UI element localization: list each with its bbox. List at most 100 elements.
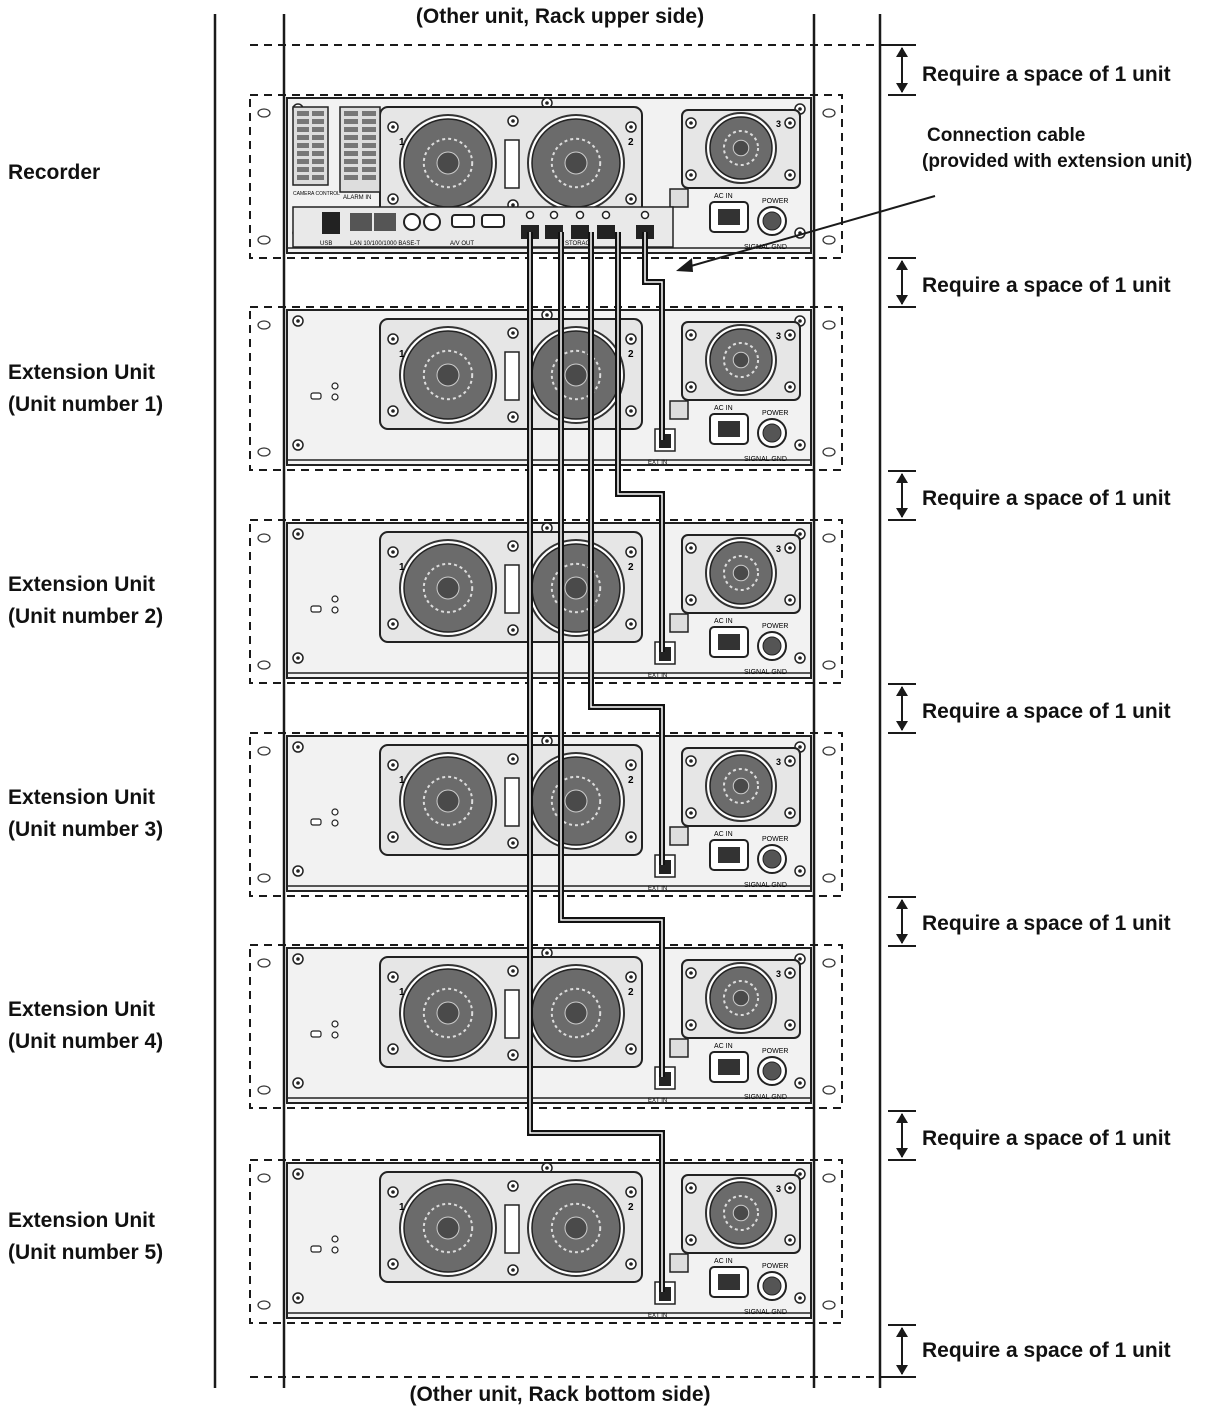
psu-screw-center: [689, 546, 693, 550]
fan-screw-center: [511, 1184, 515, 1188]
fan-3-grille: [722, 1194, 760, 1232]
fan-screw-center: [629, 622, 633, 626]
signal-gnd-label: SIGNAL GND: [744, 456, 787, 463]
indicator-dot: [331, 1246, 339, 1254]
terminal-pin: [344, 151, 358, 156]
storage-led-1: [525, 210, 535, 220]
rack-ear-hole: [257, 1085, 271, 1095]
fan-number-1: 1: [399, 1202, 405, 1213]
fan-screw-center: [391, 337, 395, 341]
fan-screw-center: [391, 197, 395, 201]
fan-2-hub: [564, 1216, 588, 1240]
fan-number-3: 3: [776, 1184, 781, 1194]
fan-screw-center: [511, 119, 515, 123]
rack-ear-hole: [822, 320, 836, 330]
ac-inlet-socket: [718, 847, 740, 863]
corner-screw-center: [296, 1296, 300, 1300]
top-screw-center: [545, 526, 549, 530]
top-screw-center: [545, 313, 549, 317]
psu-screw-center: [689, 811, 693, 815]
signal-gnd-label: SIGNAL GND: [744, 1309, 787, 1316]
psu-screw-center: [788, 385, 792, 389]
signal-gnd-label: SIGNAL GND: [744, 669, 787, 676]
fan-2-hub: [564, 576, 588, 600]
rack-upper-label: (Other unit, Rack upper side): [415, 5, 705, 28]
ext-in-label: EXT IN: [648, 460, 667, 466]
fan-1-hub: [436, 789, 460, 813]
status-led: [310, 605, 322, 613]
fan-3-grille: [722, 767, 760, 805]
rack-ear-hole: [257, 1173, 271, 1183]
fan-center-bracket: [504, 1204, 520, 1254]
signal-gnd-label: SIGNAL GND: [744, 882, 787, 889]
fan-screw-center: [629, 409, 633, 413]
psu-screw-center: [689, 1186, 693, 1190]
terminal-pin: [362, 111, 376, 116]
status-led: [310, 1030, 322, 1038]
corner-screw-center: [296, 957, 300, 961]
terminal-pin: [312, 175, 324, 180]
rack-ear-hole: [822, 235, 836, 245]
indicator-dot: [331, 595, 339, 603]
unit-dashed-bound: [249, 94, 843, 259]
hdmi-port: [451, 214, 475, 228]
corner-screw-center: [296, 443, 300, 447]
psu-screw-center: [788, 811, 792, 815]
power-switch-button: [762, 636, 782, 656]
fan-screw-center: [629, 975, 633, 979]
fan-screw-center: [629, 125, 633, 129]
unit-dashed-bound: [249, 306, 843, 471]
power-switch-button: [762, 1276, 782, 1296]
power-label: POWER: [762, 1048, 788, 1055]
terminal-pin: [344, 127, 358, 132]
fan-screw-center: [391, 763, 395, 767]
fan-screw-center: [511, 841, 515, 845]
fan-2-grille: [550, 775, 602, 827]
corner-screw-center: [798, 532, 802, 536]
psu-screw-center: [788, 1238, 792, 1242]
terminal-pin: [312, 167, 324, 172]
ac-inlet-socket: [718, 1059, 740, 1075]
fan-1-hub: [436, 1001, 460, 1025]
space-arrowhead-down: [896, 1365, 908, 1375]
video-port: [423, 213, 441, 231]
unit-dashed-bound: [249, 1159, 843, 1324]
ext-in-label: EXT IN: [648, 673, 667, 679]
fan-3-hub: [732, 777, 750, 795]
psu-screw-center: [689, 333, 693, 337]
unit-dashed-bound: [249, 519, 843, 684]
unit-sub-ext2: (Unit number 2): [8, 605, 164, 628]
lan-port-camera: [374, 213, 396, 231]
corner-screw-center: [296, 532, 300, 536]
space-label-6: Require a space of 1 unit: [922, 1127, 1171, 1150]
rack-ear-hole: [257, 320, 271, 330]
fan-screw-center: [511, 544, 515, 548]
ac-in-label: AC IN: [714, 831, 733, 838]
terminal-pin: [297, 143, 309, 148]
ac-in-label: AC IN: [714, 618, 733, 625]
fan-number-3: 3: [776, 119, 781, 129]
space-label-5: Require a space of 1 unit: [922, 912, 1171, 935]
ext-in-label: EXT IN: [648, 1313, 667, 1319]
ac-inlet-socket: [718, 209, 740, 225]
fan-2-hub: [564, 1001, 588, 1025]
corner-screw-center: [798, 957, 802, 961]
ground-terminal: [669, 826, 689, 846]
space-arrow-7: [888, 1324, 916, 1378]
power-label: POWER: [762, 836, 788, 843]
ac-inlet-socket: [718, 421, 740, 437]
psu-screw-center: [788, 121, 792, 125]
fan-1-grille: [422, 349, 474, 401]
terminal-pin: [312, 111, 324, 116]
alarm-in-label: ALARM IN: [343, 195, 371, 201]
fan-screw-center: [629, 197, 633, 201]
fan-screw-center: [629, 1047, 633, 1051]
fan-screw-center: [391, 835, 395, 839]
ac-in-label: AC IN: [714, 193, 733, 200]
rack-ear-hole: [257, 533, 271, 543]
fan-3-hub: [732, 1204, 750, 1222]
storage-led-3: [575, 210, 585, 220]
